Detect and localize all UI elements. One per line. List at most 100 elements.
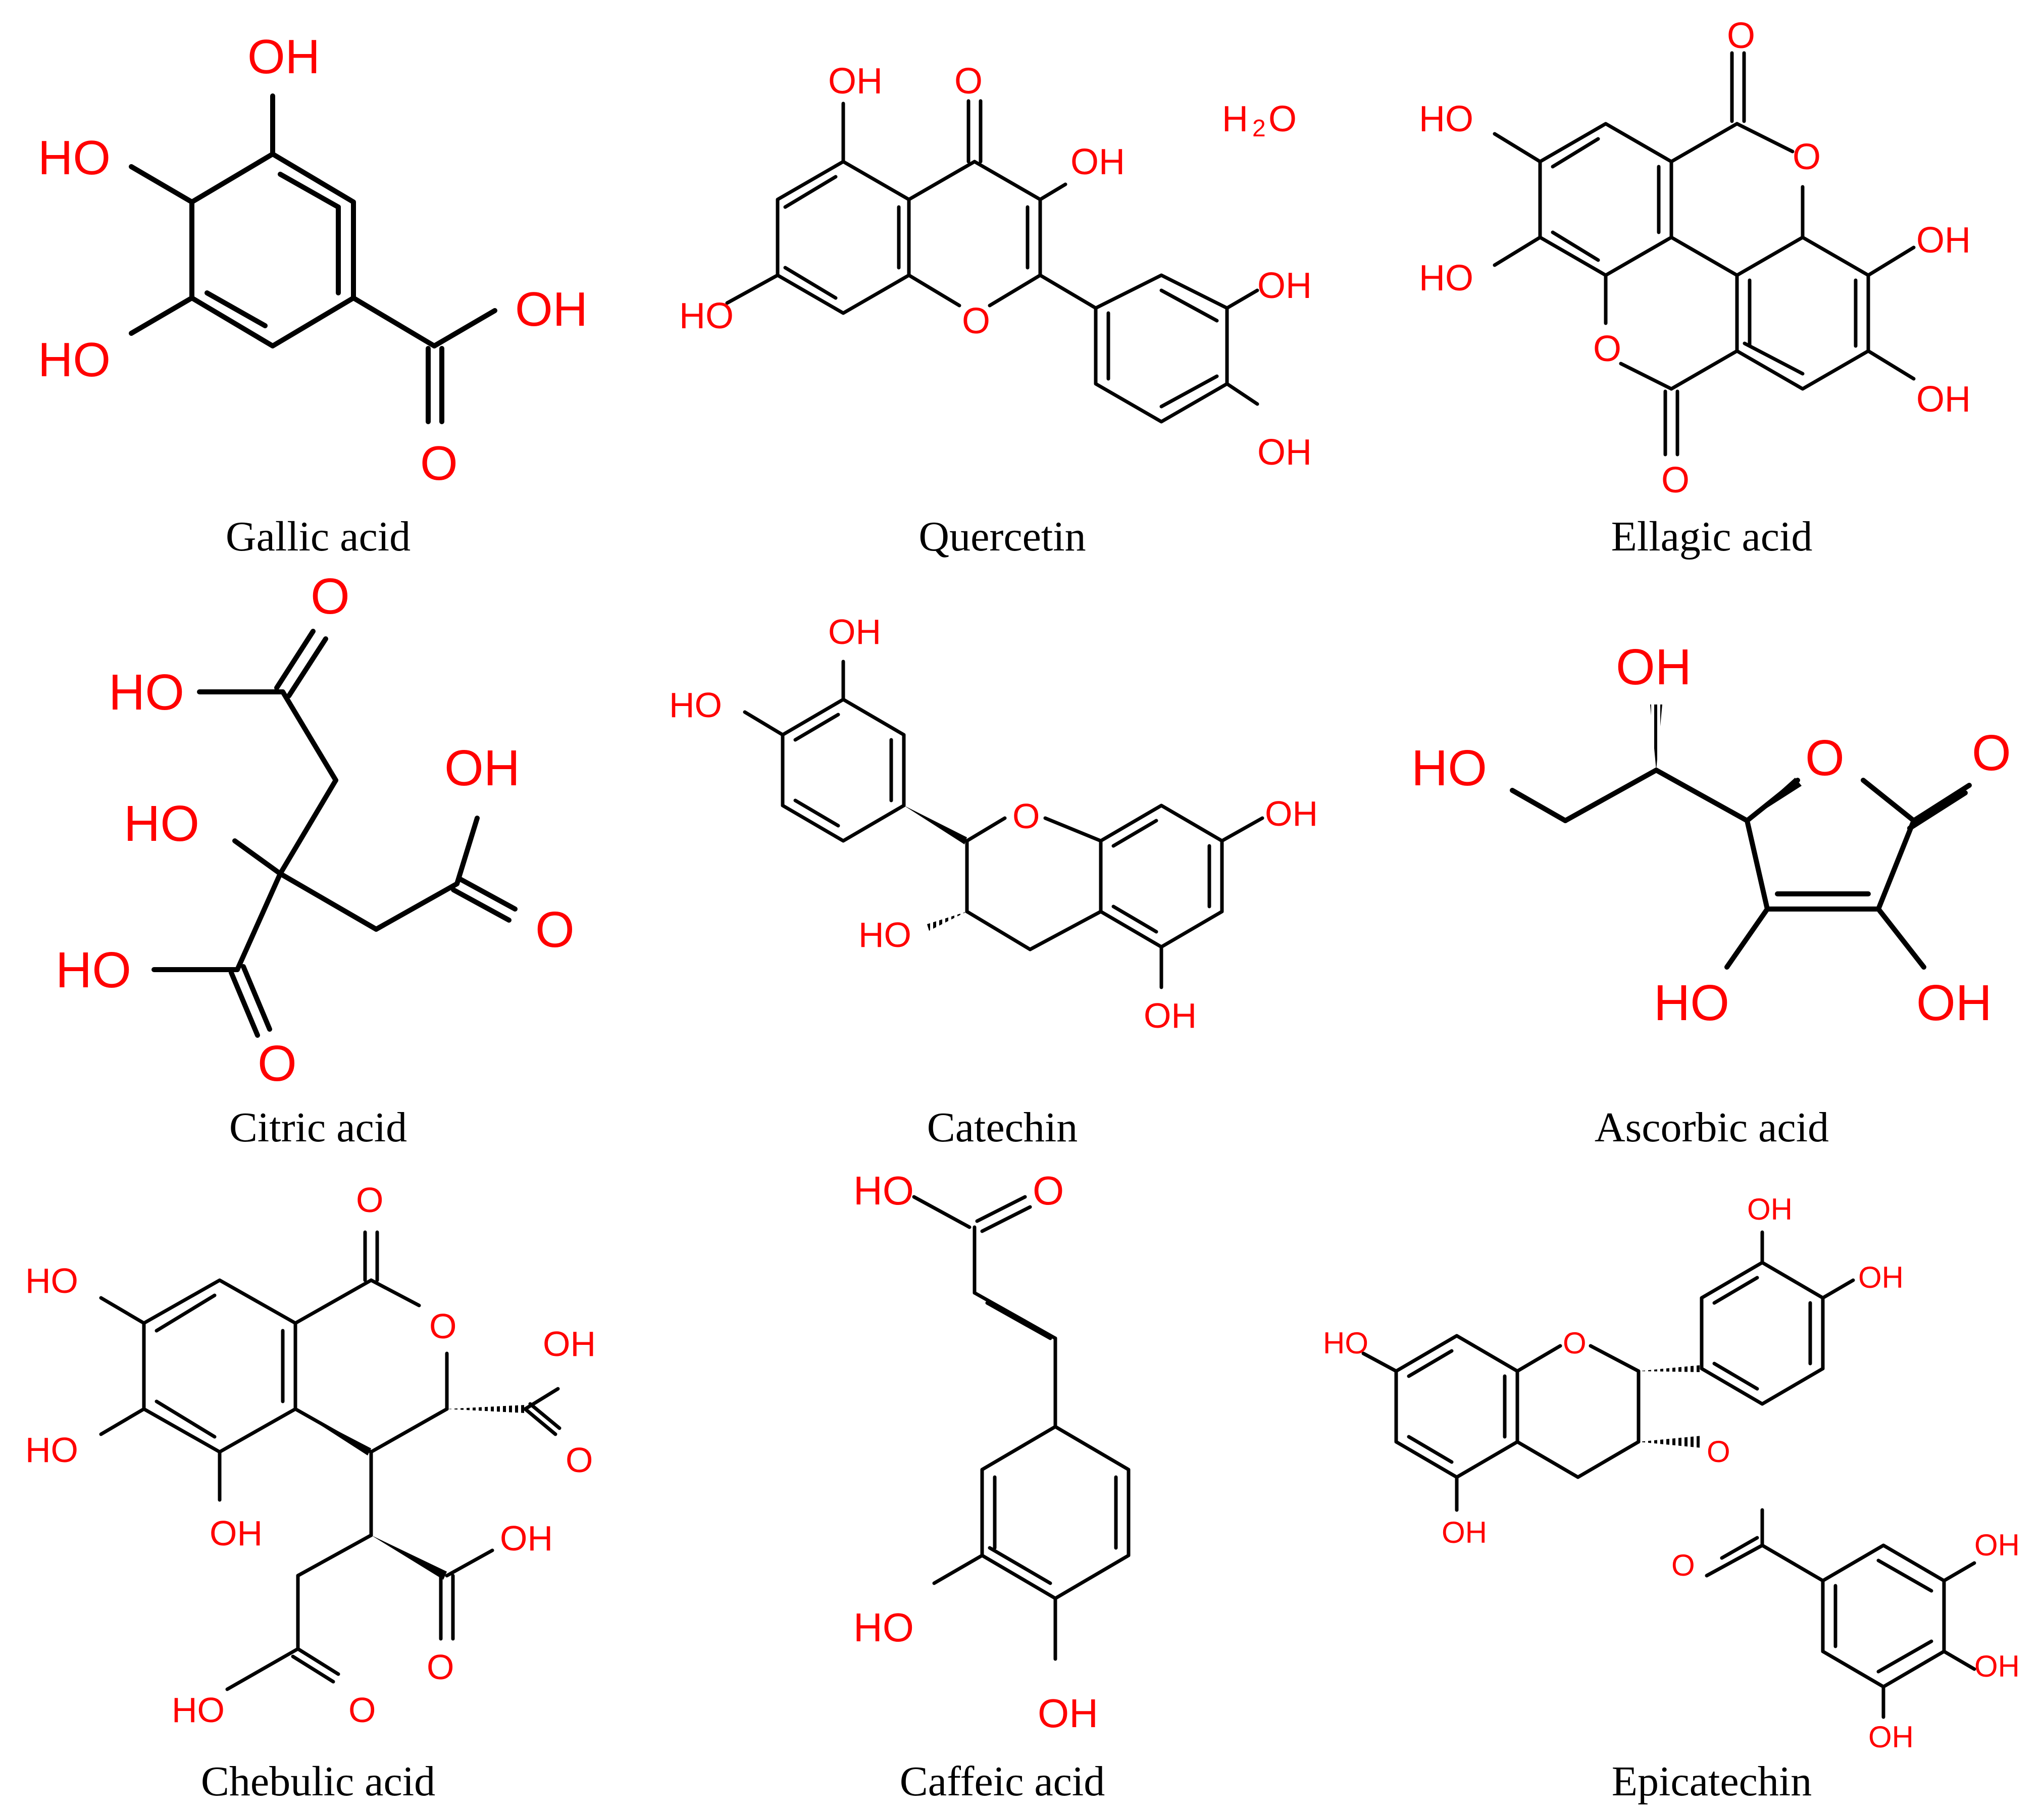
epicatechin-label-oh-bottom-left: OH [1442,1516,1487,1549]
catechin-label-oh-right: OH [1265,794,1318,833]
epicatechin-bonds [1361,1230,1976,1719]
quercetin-label-o-ring: O [962,301,990,341]
chebulic-label-ho-bottom: HO [172,1690,225,1730]
structure-caffeic-acid: HO O HO OH Caffeic acid [853,1168,1131,1805]
ellagic-label-o-bottom: O [1661,460,1690,500]
chebulic-label-ho-top: HO [25,1261,78,1300]
quercetin-label-oh-top: OH [828,61,883,102]
ascorbic-hash-bond [1650,704,1662,770]
caption-catechin: Catechin [927,1104,1078,1151]
caption-ascorbic-acid: Ascorbic acid [1595,1104,1829,1151]
caffeic-label-oh-bottom: OH [1038,1691,1098,1736]
citric-acid-bonds [151,629,518,1038]
chebulic-wedge-bond-1 [295,1409,371,1455]
structure-catechin: OH HO O OH HO OH Catechin [669,612,1318,1151]
quercetin-label-o-keto: O [954,61,983,102]
ascorbic-label-o-ring: O [1805,730,1845,786]
gallic-label-oh-acid: OH [515,282,588,336]
catechin-bonds [743,660,1264,989]
chebulic-label-o-acid1: O [566,1440,593,1480]
ellagic-label-o-ring-top: O [1793,137,1821,177]
caption-caffeic-acid: Caffeic acid [900,1758,1105,1805]
caption-chebulic-acid: Chebulic acid [201,1758,435,1805]
epicatechin-label-oh-gallate-bottom: OH [1868,1720,1914,1754]
chebulic-label-oh-acid1: OH [543,1324,596,1364]
ellagic-label-o-ring-bottom: O [1593,329,1621,369]
ellagic-acid-bonds [1493,51,1916,457]
structure-quercetin: OH O H 2 O OH HO O OH OH Quercetin [679,61,1312,560]
citric-label-o-top: O [311,568,350,625]
structure-citric-acid: O HO OH HO O HO O Citric acid [56,568,575,1151]
caption-ellagic-acid: Ellagic acid [1611,513,1813,560]
epicatechin-label-ho-left: HO [1323,1326,1368,1360]
quercetin-label-ho-7: HO [679,296,734,336]
caption-quercetin: Quercetin [918,513,1086,560]
quercetin-label-oh-3: OH [1070,142,1125,182]
chebulic-label-oh-ring: OH [210,1514,263,1553]
quercetin-label-oh-3prime: OH [1257,266,1312,306]
citric-label-ho-bottom: HO [56,942,131,998]
caption-epicatechin: Epicatechin [1612,1758,1812,1805]
gallic-acid-bonds [129,93,497,424]
epicatechin-label-o-ester: O [1707,1435,1730,1469]
ellagic-label-oh-right-bottom: OH [1916,379,1971,420]
catechin-label-ho-3: HO [858,915,911,954]
epicatechin-label-oh-gallate-top: OH [1974,1528,2020,1562]
catechin-label-ho-left: HO [669,685,722,725]
structure-ascorbic-acid: OH HO O O HO OH Ascorbic acid [1411,639,2011,1151]
ascorbic-acid-bonds [1510,768,1972,970]
water-label-h: H [1222,99,1248,139]
ascorbic-wedge-bond [1747,778,1802,821]
catechin-label-oh-top: OH [828,612,881,651]
caffeic-acid-bonds [912,1195,1131,1661]
ascorbic-label-o-keto: O [1972,725,2011,781]
ascorbic-label-ho-bottom: HO [1654,975,1729,1031]
quercetin-label-oh-4prime: OH [1257,432,1312,473]
epicatechin-label-oh-top: OH [1747,1192,1793,1226]
epicatechin-hash-bond-1 [1639,1365,1702,1372]
catechin-hash-bond [927,912,967,931]
epicatechin-label-oh-right-top: OH [1858,1261,1904,1294]
citric-label-ho-top: HO [109,664,184,721]
chebulic-label-ho-mid: HO [25,1430,78,1470]
epicatechin-label-oh-gallate-mid: OH [1974,1649,2020,1683]
ascorbic-label-ho-left: HO [1411,740,1487,796]
catechin-wedge-bond [904,805,967,844]
caption-gallic-acid: Gallic acid [226,513,411,560]
ellagic-label-ho-top: HO [1419,99,1473,139]
caption-citric-acid: Citric acid [229,1104,407,1151]
catechin-label-o-ring: O [1012,796,1040,836]
chebulic-acid-bonds [99,1230,561,1691]
structure-epicatechin: OH OH HO O O O OH OH OH OH Epicatechin [1323,1192,2020,1805]
gallic-label-oh-top: OH [247,30,320,84]
structure-ellagic-acid: O HO O OH HO O OH O Ellagic acid [1419,16,1971,560]
epicatechin-label-o-ring: O [1563,1326,1587,1360]
water-label-o: O [1268,99,1297,139]
ellagic-label-o-top: O [1727,16,1755,56]
caffeic-label-o-top: O [1033,1168,1064,1213]
chebulic-label-oh-acid2: OH [500,1519,553,1558]
quercetin-bonds [725,99,1259,424]
ascorbic-label-oh-top: OH [1616,639,1692,695]
caffeic-label-ho-top: HO [853,1168,914,1213]
citric-label-o-bottom: O [258,1035,297,1092]
chebulic-wedge-bond-2 [371,1535,447,1580]
chebulic-label-o-ring: O [429,1306,456,1346]
ascorbic-label-oh-bottom: OH [1916,975,1992,1031]
epicatechin-hash-bond-2 [1639,1436,1702,1448]
catechin-label-oh-bottom: OH [1144,996,1197,1035]
chebulic-label-o-bottom: O [348,1690,376,1730]
gallic-label-ho-bottom: HO [38,333,111,387]
epicatechin-label-o-carbonyl: O [1671,1548,1695,1582]
water-label-subscript: 2 [1252,115,1266,142]
caffeic-label-ho-bottom: HO [853,1605,914,1650]
citric-label-ho-center: HO [124,795,199,852]
ellagic-label-ho-left-bottom: HO [1419,258,1473,298]
structure-chebulic-acid: O HO O OH O HO OH OH O HO O Chebulic aci… [25,1180,596,1805]
citric-label-oh-right: OH [444,740,520,796]
chebulic-hash-bond [447,1405,525,1413]
gallic-label-o: O [420,436,458,490]
chebulic-label-o-top: O [356,1180,383,1220]
structure-gallic-acid: OH HO HO OH O Gallic acid [38,30,588,560]
